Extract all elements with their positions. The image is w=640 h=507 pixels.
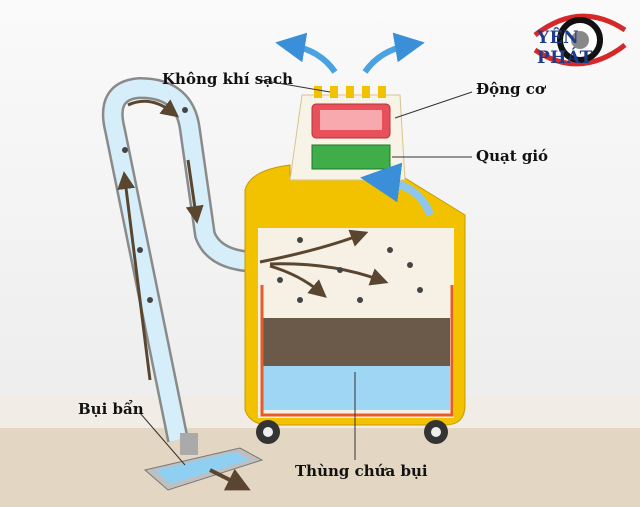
fan [311, 144, 391, 170]
water [262, 366, 450, 410]
yen-phat-logo [533, 13, 627, 67]
floor [0, 428, 640, 507]
label-fan: Quạt gió [476, 147, 549, 165]
tank [244, 164, 466, 444]
label-dirt: Bụi bẩn [78, 400, 144, 418]
floor-nozzle [143, 433, 264, 491]
logo-text: YÊN PHÁT [537, 28, 593, 68]
dust-layer [262, 318, 450, 366]
label-container: Thùng chứa bụi [295, 462, 428, 480]
label-clean-air: Không khí sạch [162, 70, 293, 88]
label-motor: Động cơ [476, 80, 545, 98]
